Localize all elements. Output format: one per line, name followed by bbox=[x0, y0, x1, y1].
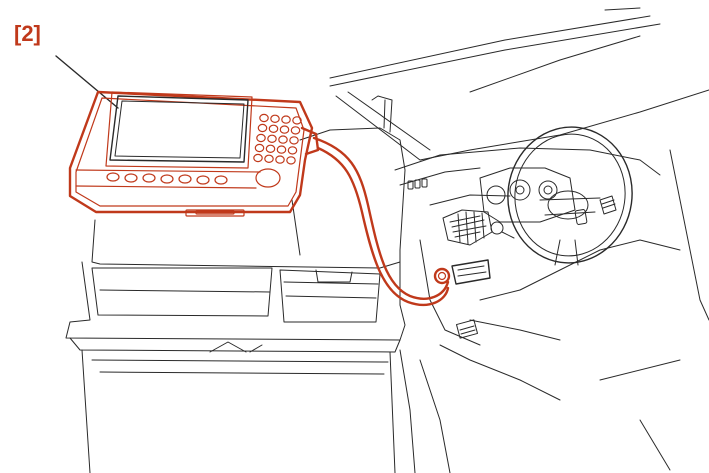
card-slot bbox=[185, 209, 245, 217]
function-keys bbox=[106, 172, 228, 185]
ignition-switch bbox=[490, 221, 515, 239]
callout-label: [2] bbox=[14, 21, 41, 46]
keypad-key bbox=[265, 144, 276, 153]
keypad-key bbox=[270, 114, 280, 124]
pedals bbox=[455, 319, 479, 339]
vent-slot bbox=[421, 178, 428, 188]
windshield-lines bbox=[329, 7, 709, 161]
diagnostic-cable bbox=[312, 136, 450, 307]
pedal bbox=[455, 319, 479, 339]
keypad-key bbox=[279, 125, 290, 134]
device-screen bbox=[109, 95, 249, 163]
steering-wheel bbox=[507, 126, 633, 266]
console-upper bbox=[291, 95, 406, 306]
keypad-key bbox=[267, 134, 277, 143]
callout-leader-line bbox=[55, 55, 119, 109]
keypad-key bbox=[257, 123, 268, 133]
keypad-key bbox=[276, 145, 287, 154]
dashboard bbox=[394, 147, 681, 473]
keypad-key bbox=[256, 133, 266, 143]
door-frame bbox=[599, 149, 709, 471]
keypad-key bbox=[289, 136, 299, 145]
right-vent bbox=[574, 195, 617, 225]
keypad-key bbox=[292, 116, 302, 125]
keypad-key bbox=[281, 115, 291, 124]
vent-slot bbox=[414, 179, 421, 189]
air-vent bbox=[442, 209, 493, 246]
diagnostic-tester bbox=[68, 90, 320, 217]
keypad-key bbox=[290, 126, 301, 135]
navigation-key bbox=[255, 168, 281, 188]
keypad-key bbox=[253, 153, 263, 163]
vent-slot bbox=[407, 180, 414, 190]
keypad-key bbox=[275, 155, 285, 164]
keypad-key bbox=[259, 113, 269, 123]
keypad-key bbox=[264, 154, 274, 163]
keypad-key bbox=[286, 156, 296, 165]
keypad-key bbox=[268, 124, 279, 134]
keypad-key bbox=[287, 146, 298, 155]
storage-drawer-left bbox=[91, 267, 273, 317]
storage-compartment-right bbox=[279, 269, 381, 323]
keypad bbox=[253, 113, 302, 188]
keypad-key bbox=[254, 143, 265, 153]
center-console bbox=[65, 219, 406, 473]
diagnostic-socket bbox=[433, 259, 491, 285]
keypad-key bbox=[278, 135, 288, 144]
